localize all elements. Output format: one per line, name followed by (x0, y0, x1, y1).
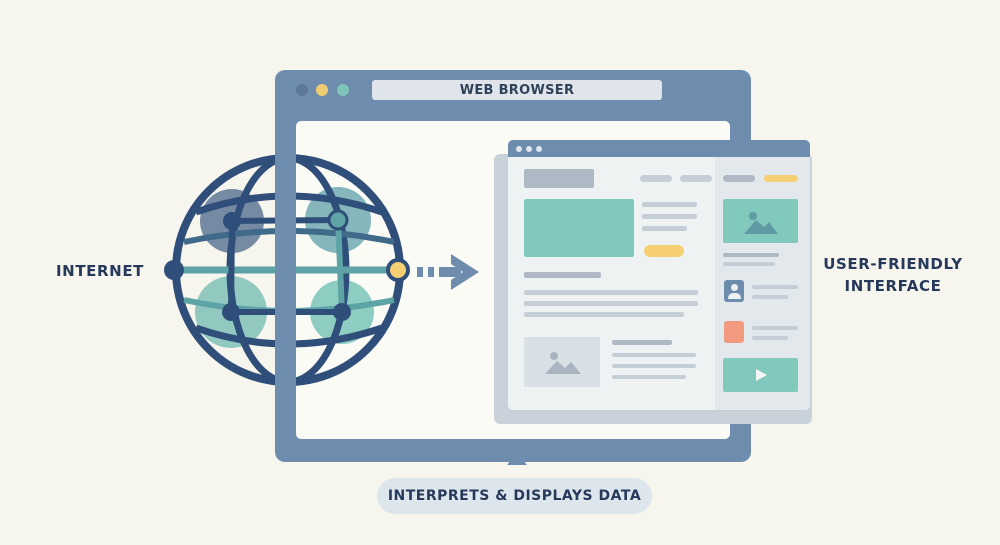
page-logo-block (524, 169, 594, 188)
hero-block (524, 199, 634, 257)
coral-tag[interactable] (724, 321, 744, 343)
browser-title-bar: WEB BROWSER (372, 80, 662, 100)
text-line (612, 375, 686, 379)
text-line (524, 312, 684, 317)
callout-pointer (507, 452, 527, 465)
page-dot (536, 146, 542, 152)
internet-label: INTERNET (56, 262, 144, 280)
video-play-icon[interactable] (754, 368, 768, 382)
window-dot (316, 84, 328, 96)
text-line (642, 202, 697, 207)
nav-cta[interactable] (764, 175, 798, 182)
page-dot (516, 146, 522, 152)
window-dot (296, 84, 308, 96)
user-friendly-interface-label: USER-FRIENDLY INTERFACE (808, 253, 978, 297)
text-line (752, 326, 798, 330)
nav-item[interactable] (723, 175, 755, 182)
card-heading (612, 340, 672, 345)
article-heading (524, 272, 601, 278)
ui-label-line-2: INTERFACE (844, 277, 942, 295)
page-dot (526, 146, 532, 152)
web-page-mockup (508, 140, 810, 410)
nav-item[interactable] (680, 175, 712, 182)
window-dot (337, 84, 349, 96)
nav-item[interactable] (640, 175, 672, 182)
image-placeholder-icon (545, 352, 581, 374)
text-line (723, 262, 775, 266)
page-top-bar (508, 140, 810, 157)
image-placeholder (524, 337, 600, 387)
text-line (752, 295, 788, 299)
text-line (752, 336, 788, 340)
ui-label-line-1: USER-FRIENDLY (823, 255, 963, 273)
text-line (524, 290, 698, 295)
hero-button[interactable] (644, 245, 684, 257)
user-profile-icon[interactable] (724, 280, 744, 302)
text-line (642, 214, 697, 219)
globe-network-icon (296, 154, 410, 386)
interprets-displays-label: INTERPRETS & DISPLAYS DATA (377, 478, 652, 514)
text-line (642, 226, 687, 231)
image-placeholder-icon (744, 212, 778, 234)
text-line (524, 301, 698, 306)
text-line (752, 285, 798, 289)
sidebar-heading (723, 253, 779, 257)
dashed-arrow-right-icon (417, 254, 479, 290)
text-line (612, 353, 696, 357)
sidebar-image (723, 199, 798, 243)
text-line (612, 364, 696, 368)
video-player[interactable] (723, 358, 798, 392)
